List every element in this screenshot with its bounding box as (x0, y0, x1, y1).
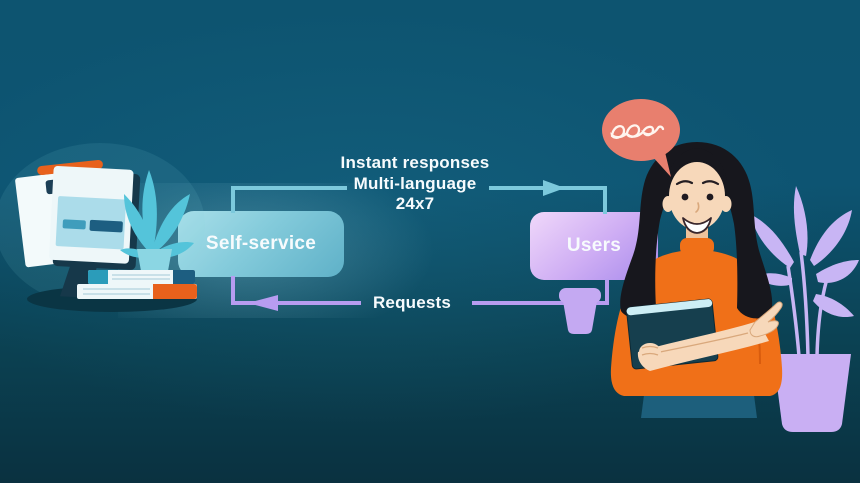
speech-scribble (610, 124, 665, 139)
plant-left-icon (120, 170, 194, 258)
ui-chip-teal (62, 219, 86, 230)
smile (682, 217, 712, 234)
flow-forward-label-2: Multi-language (353, 173, 477, 193)
left-eye (681, 193, 689, 201)
hand (749, 301, 783, 338)
nose (695, 202, 700, 213)
cup-icon (559, 288, 601, 334)
ui-chip-dark (89, 219, 123, 233)
bangs (667, 148, 727, 180)
computer-illustration (0, 143, 205, 312)
hand-left (639, 343, 661, 361)
face (669, 162, 725, 230)
plant-pot-left (137, 249, 172, 274)
monitor-icon (49, 165, 141, 298)
hair (620, 142, 773, 319)
flow-forward-line (231, 186, 607, 214)
speech-bubble-icon (602, 99, 680, 177)
flow-forward-label-1: Instant responses (340, 153, 490, 172)
flow-return-arrowhead-icon (248, 295, 278, 311)
node-self-service-label: Self-service (205, 233, 317, 254)
right-eye (706, 193, 714, 201)
flow-forward-label-3: 24x7 (395, 194, 435, 213)
node-users-label: Users (566, 235, 622, 256)
plant-pot-right (773, 354, 851, 432)
eyebrows (675, 180, 720, 186)
flow-forward-labels: Instant responses Multi-language 24x7 (295, 153, 535, 215)
forearm (637, 321, 769, 371)
flow-forward-arrowhead-icon (543, 180, 565, 196)
node-self-service: Self-service (178, 211, 344, 277)
book-bottom (77, 284, 197, 299)
book-top (88, 270, 195, 284)
flow-return-line (231, 276, 609, 305)
hand-left-fingers (641, 345, 659, 356)
woman-illustration (602, 99, 783, 418)
forearm-line (659, 332, 749, 353)
flow-return-label: Requests (372, 293, 452, 312)
